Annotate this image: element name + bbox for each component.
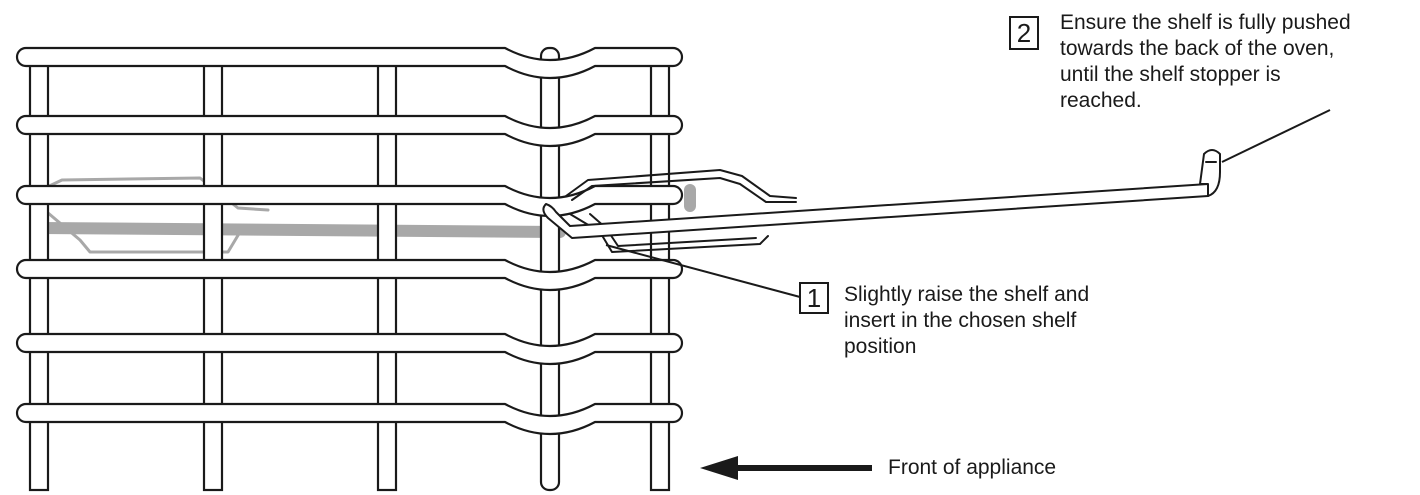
oven-shelf xyxy=(542,149,1221,253)
rack-rail-1 xyxy=(15,46,684,80)
step-2-instruction: Ensure the shelf is fully pushed towards… xyxy=(1060,10,1351,114)
step-1-number-box xyxy=(799,282,829,314)
step-1-line-3: position xyxy=(844,335,917,358)
callout-leaders xyxy=(605,109,1331,298)
rack-rail-6 xyxy=(15,402,684,436)
rack-rail-3 xyxy=(15,184,684,218)
front-of-appliance-label: Front of appliance xyxy=(888,456,1057,479)
step-2-number-box xyxy=(1009,16,1039,50)
arrow-head-icon xyxy=(700,456,738,480)
step-2-line-2: towards the back of the oven, xyxy=(1060,37,1335,60)
step-2-line-1: Ensure the shelf is fully pushed xyxy=(1060,11,1351,34)
rack-post-4 xyxy=(539,46,561,492)
step-1-line-2: insert in the chosen shelf xyxy=(844,309,1077,332)
step-2-line-4: reached. xyxy=(1060,89,1142,112)
leader-step-2 xyxy=(1221,109,1331,163)
step-1-number: 1 xyxy=(806,283,822,313)
step-2-line-3: until the shelf stopper is xyxy=(1060,63,1281,86)
step-2-number: 2 xyxy=(1016,18,1032,48)
rack-rail-5 xyxy=(15,332,684,366)
step-1-line-1: Slightly raise the shelf and xyxy=(844,283,1090,306)
front-arrow xyxy=(700,456,872,480)
rack-rail-2 xyxy=(15,114,684,148)
rack-rail-4 xyxy=(15,258,684,292)
step-1-instruction: Slightly raise the shelf and insert in t… xyxy=(844,282,1089,360)
rack-rails xyxy=(15,46,684,436)
leader-step-1 xyxy=(605,244,801,298)
